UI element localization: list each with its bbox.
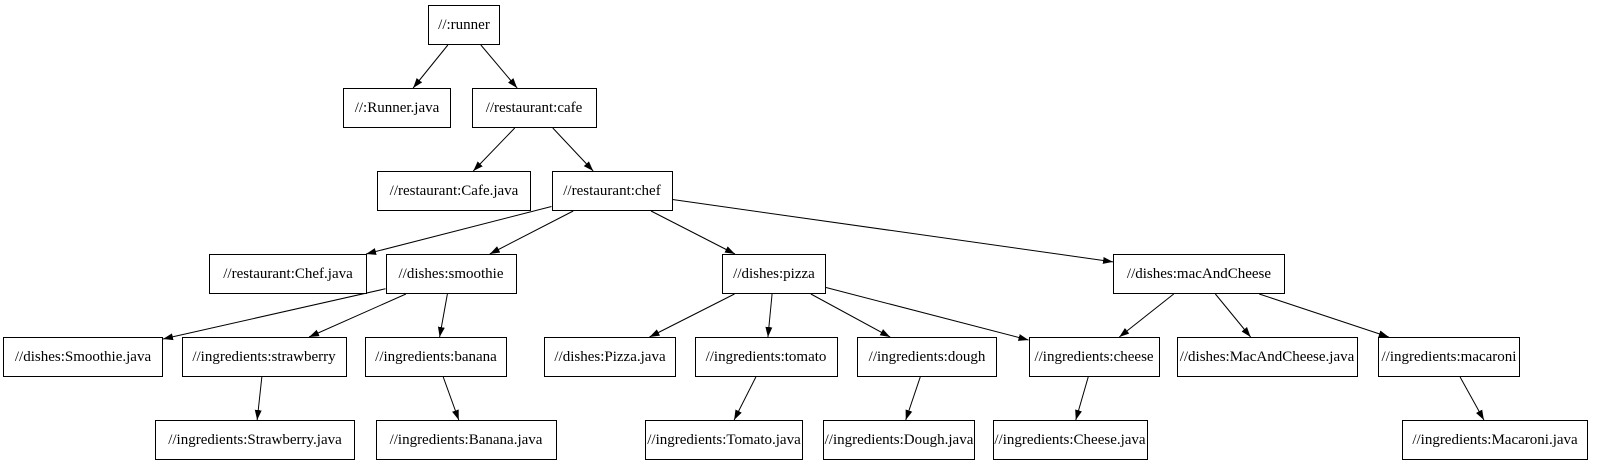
- graph-node-label: //ingredients:dough: [868, 348, 986, 365]
- graph-node-ingredients-strawberry-java: //ingredients:Strawberry.java: [155, 420, 355, 460]
- graph-node-ingredients-strawberry: //ingredients:strawberry: [181, 337, 347, 377]
- graph-node-dishes-pizza-java: //dishes:Pizza.java: [544, 337, 676, 377]
- graph-edge-dishes-pizza-to-ingredients-cheese: [825, 287, 1029, 341]
- graph-edge-ingredients-strawberry-to-ingredients-strawberry-java: [254, 376, 263, 421]
- graph-node-ingredients-banana-java: //ingredients:Banana.java: [375, 420, 557, 460]
- graph-node-label: //ingredients:macaroni: [1381, 348, 1517, 365]
- graph-node-label: //:runner: [438, 16, 490, 33]
- graph-edge-ingredients-banana-to-ingredients-banana-java: [442, 376, 460, 421]
- graph-node-label: //ingredients:strawberry: [192, 348, 336, 365]
- graph-edge-dishes-pizza-to-ingredients-tomato: [765, 293, 773, 338]
- graph-node-label: //dishes:Smoothie.java: [14, 348, 152, 365]
- graph-edge-restaurant-cafe-to-restaurant-cafe-java: [472, 127, 516, 172]
- graph-node-ingredients-dough-java: //ingredients:Dough.java: [823, 420, 975, 460]
- graph-node-label: //restaurant:chef: [563, 182, 661, 199]
- graph-node-label: //ingredients:Dough.java: [824, 431, 974, 448]
- graph-edge-restaurant-chef-to-dishes-smoothie: [489, 210, 574, 255]
- graph-node-label: //ingredients:cheese: [1034, 348, 1154, 365]
- graph-edge-ingredients-tomato-to-ingredients-tomato-java: [733, 376, 757, 421]
- graph-edge-restaurant-cafe-to-restaurant-chef: [552, 127, 594, 172]
- graph-node-restaurant-chef: //restaurant:chef: [551, 171, 673, 211]
- graph-edge-ingredients-macaroni-to-ingredients-macaroni-java: [1459, 376, 1485, 421]
- graph-node-label: //ingredients:Cheese.java: [994, 431, 1146, 448]
- graph-edge-dishes-macandcheese-to-dishes-macandcheese-java: [1214, 293, 1252, 338]
- graph-node-label: //:Runner.java: [354, 99, 440, 116]
- graph-edge-ingredients-dough-to-ingredients-dough-java: [905, 376, 921, 421]
- graph-edge-dishes-macandcheese-to-ingredients-cheese: [1118, 293, 1175, 338]
- graph-node-ingredients-cheese-java: //ingredients:Cheese.java: [992, 420, 1148, 460]
- graph-node-label: //dishes:pizza: [733, 265, 815, 282]
- graph-edge-dishes-smoothie-to-ingredients-strawberry: [308, 293, 407, 338]
- graph-node-ingredients-macaroni: //ingredients:macaroni: [1378, 337, 1520, 377]
- graph-node-label: //ingredients:banana: [375, 348, 497, 365]
- edge-group: [162, 44, 1485, 421]
- graph-node-restaurant-chef-java: //restaurant:Chef.java: [209, 254, 367, 294]
- graph-node-label: //dishes:Pizza.java: [554, 348, 666, 365]
- graph-node-label: //restaurant:Chef.java: [223, 265, 353, 282]
- graph-edge-dishes-pizza-to-ingredients-dough: [810, 293, 891, 338]
- graph-edge-restaurant-chef-to-restaurant-chef-java: [365, 206, 552, 255]
- graph-node-label: //ingredients:Tomato.java: [647, 431, 801, 448]
- graph-node-dishes-macandcheese-java: //dishes:MacAndCheese.java: [1176, 337, 1358, 377]
- graph-node-restaurant-cafe-java: //restaurant:Cafe.java: [377, 171, 531, 211]
- graph-edge-dishes-macandcheese-to-ingredients-macaroni: [1259, 293, 1389, 338]
- graph-node-label: //dishes:MacAndCheese.java: [1179, 348, 1355, 365]
- graph-node-label: //ingredients:Macaroni.java: [1412, 431, 1578, 448]
- graph-edge-ingredients-cheese-to-ingredients-cheese-java: [1075, 376, 1089, 421]
- graph-node-runner: //:runner: [428, 5, 500, 45]
- graph-node-dishes-smoothie-java: //dishes:Smoothie.java: [3, 337, 163, 377]
- graph-node-ingredients-cheese: //ingredients:cheese: [1028, 337, 1160, 377]
- graph-edge-dishes-pizza-to-dishes-pizza-java: [649, 293, 735, 338]
- graph-node-ingredients-tomato-java: //ingredients:Tomato.java: [645, 420, 803, 460]
- graph-node-label: //ingredients:Banana.java: [389, 431, 543, 448]
- graph-node-label: //restaurant:cafe: [485, 99, 583, 116]
- graph-node-dishes-pizza: //dishes:pizza: [722, 254, 826, 294]
- graph-node-ingredients-dough: //ingredients:dough: [857, 337, 997, 377]
- graph-edge-restaurant-chef-to-dishes-pizza: [650, 210, 736, 255]
- graph-edge-runner-to-restaurant-cafe: [480, 44, 518, 89]
- graph-node-restaurant-cafe: //restaurant:cafe: [471, 88, 597, 128]
- graph-node-ingredients-tomato: //ingredients:tomato: [694, 337, 838, 377]
- graph-edge-dishes-smoothie-to-ingredients-banana: [437, 293, 448, 338]
- graph-node-label: //dishes:smoothie: [398, 265, 504, 282]
- graph-node-label: //ingredients:Strawberry.java: [168, 431, 342, 448]
- graph-edge-dishes-smoothie-to-dishes-smoothie-java: [162, 288, 386, 341]
- graph-node-label: //dishes:macAndCheese: [1126, 265, 1272, 282]
- graph-edge-restaurant-chef-to-dishes-macandcheese: [672, 199, 1114, 264]
- graph-node-dishes-macandcheese: //dishes:macAndCheese: [1113, 254, 1285, 294]
- graph-node-label: //restaurant:Cafe.java: [389, 182, 519, 199]
- graph-node-runner-java: //:Runner.java: [343, 88, 451, 128]
- graph-node-label: //ingredients:tomato: [705, 348, 827, 365]
- graph-node-dishes-smoothie: //dishes:smoothie: [385, 254, 517, 294]
- graph-edge-runner-to-runner-java: [412, 44, 449, 89]
- graph-node-ingredients-banana: //ingredients:banana: [365, 337, 507, 377]
- graph-node-ingredients-macaroni-java: //ingredients:Macaroni.java: [1402, 420, 1588, 460]
